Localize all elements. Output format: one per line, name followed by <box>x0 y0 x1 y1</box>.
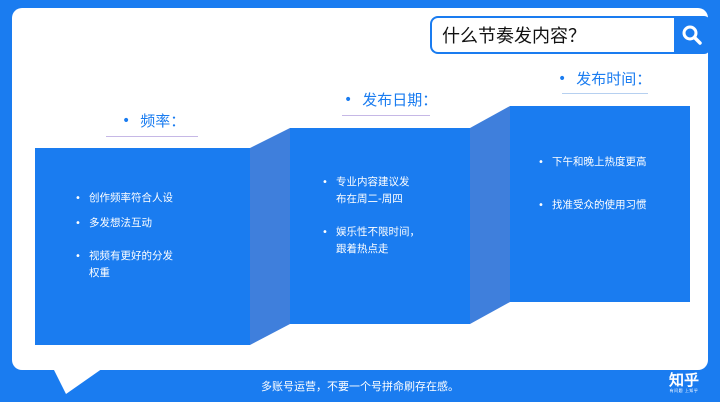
time-heading: • 发布时间： <box>558 68 651 89</box>
frequency-underline <box>106 136 198 137</box>
date-title: 发布日期： <box>362 91 438 109</box>
bullet-icon: • <box>122 112 131 129</box>
bullet-icon: • <box>558 70 567 87</box>
time-underline <box>562 93 648 94</box>
date-item: 娱乐性不限时间，跟着热点走 <box>322 224 460 258</box>
date-underline <box>342 115 430 116</box>
time-panel: 下午和晚上热度更高 找准受众的使用习惯 <box>510 106 690 302</box>
date-heading: • 发布日期： <box>344 89 437 110</box>
connector-left <box>250 128 290 345</box>
time-title: 发布时间： <box>576 70 652 88</box>
search-query: 什么节奏发内容？ <box>442 26 586 47</box>
time-item: 下午和晚上热度更高 <box>538 154 682 171</box>
logo-tagline: 有问题 上知乎 <box>669 388 699 393</box>
logo-name: 知乎 <box>668 371 699 389</box>
frequency-title: 频率： <box>140 112 186 130</box>
footer-caption: 多账号运营，不要一个号拼命刷存在感。 <box>261 380 459 393</box>
zhihu-logo: 知乎 有问题 上知乎 <box>664 372 704 394</box>
search-icon <box>682 25 702 45</box>
frequency-heading: • 频率： <box>122 110 185 131</box>
time-item: 找准受众的使用习惯 <box>538 197 682 214</box>
search-bar[interactable]: 什么节奏发内容？ <box>430 16 710 54</box>
speech-bubble-tail <box>52 366 106 394</box>
search-input[interactable]: 什么节奏发内容？ <box>430 16 674 54</box>
connector-right <box>470 106 510 324</box>
frequency-item: 多发想法互动 <box>75 215 240 232</box>
frequency-item: 创作频率符合人设 <box>75 190 240 207</box>
bullet-icon: • <box>344 91 353 108</box>
search-button[interactable] <box>674 16 710 54</box>
